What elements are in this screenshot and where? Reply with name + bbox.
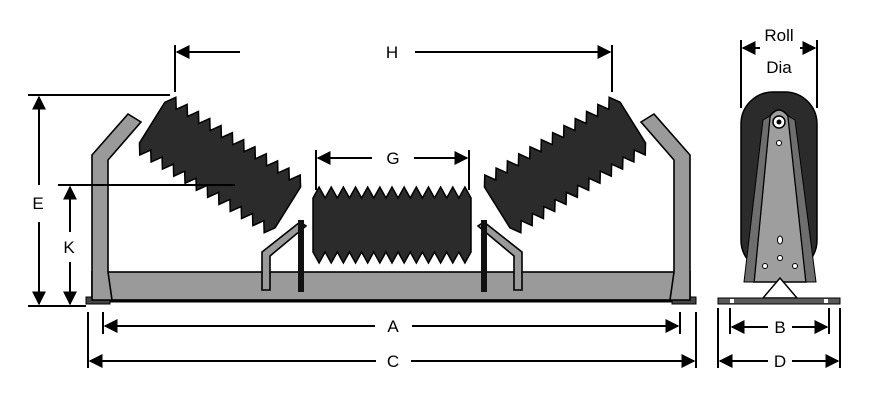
side-view: Roll Dia B D (717, 26, 841, 371)
side-bracket-flange-left (743, 115, 771, 283)
side-base-hole-right (824, 299, 828, 303)
front-view: H G E K A C (28, 43, 697, 371)
center-post-left (298, 220, 304, 292)
side-base-plate (717, 297, 841, 305)
dim-label-dia: Dia (766, 58, 792, 77)
shaft-center (776, 119, 782, 125)
dim-label-roll: Roll (764, 26, 793, 45)
dim-label-e: E (32, 194, 43, 213)
bolt-hole-center (777, 255, 783, 261)
side-base-hole-left (730, 299, 734, 303)
right-wing-roll (483, 96, 647, 234)
dim-label-d: D (774, 352, 786, 371)
bolt-hole-top (776, 140, 782, 146)
left-wing-roll (138, 96, 302, 234)
dim-label-g: G (386, 149, 399, 168)
bolt-hole-mid-right (792, 263, 798, 269)
dim-label-h: H (386, 43, 398, 62)
dim-label-k: K (63, 238, 75, 257)
center-roll (312, 185, 472, 265)
dim-label-a: A (387, 317, 399, 336)
base-channel (91, 271, 691, 301)
side-bracket-flange-right (787, 115, 817, 283)
dim-label-c: C (387, 352, 399, 371)
left-bracket (91, 112, 143, 301)
center-post-right (481, 220, 487, 292)
dim-label-b: B (774, 318, 785, 337)
right-bracket (639, 112, 691, 301)
bolt-hole-mid-left (762, 263, 768, 269)
slot-hole (777, 235, 783, 245)
